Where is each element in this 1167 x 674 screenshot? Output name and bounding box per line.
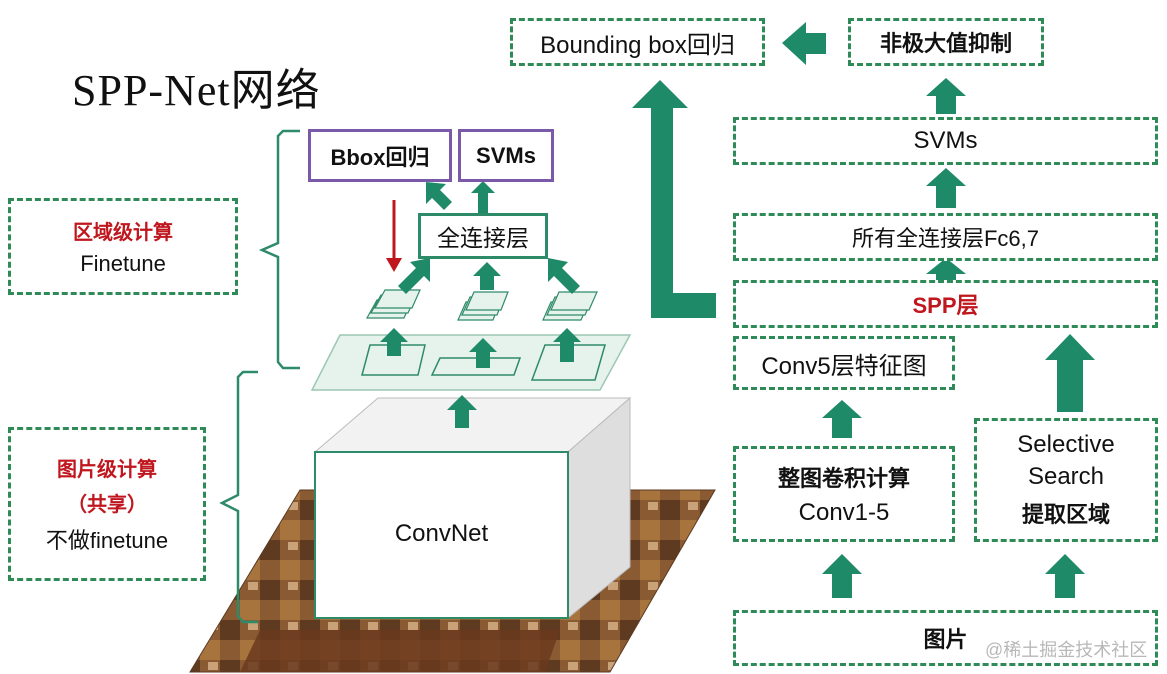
finetune-box-line2: Finetune <box>80 251 166 276</box>
finetune-box: 区域级计算 Finetune <box>8 198 238 295</box>
fc-all-box: 所有全连接层Fc6,7 <box>733 213 1158 261</box>
pooled-stack-3 <box>542 291 598 321</box>
bounding-box-regression: Bounding box回归 <box>510 18 765 66</box>
selective-search-box: Selective Search 提取区域 <box>974 418 1158 542</box>
arrow-left-icon <box>782 22 826 65</box>
arrow-up-icon <box>553 328 581 362</box>
arrow-up-icon <box>926 258 966 282</box>
arrow-up-icon <box>380 328 408 356</box>
brace-shared <box>219 370 258 624</box>
arrow-up-icon <box>447 395 477 428</box>
arrow-up-icon <box>471 181 495 214</box>
svms-center-box: SVMs <box>458 129 554 182</box>
page-title: SPP-Net网络 <box>72 66 321 115</box>
conv5-feature-label: Conv5层特征图 <box>761 352 927 380</box>
feature-map-plane <box>310 334 632 391</box>
arrow-up-icon <box>1045 554 1085 598</box>
bounding-box-regression-label: Bounding box回归 <box>540 31 735 59</box>
pooled-stack-2 <box>457 291 509 321</box>
convnet-box-front <box>314 451 569 619</box>
spp-layer-label: SPP层 <box>912 293 979 318</box>
horse-region <box>240 630 560 672</box>
arrow-up-icon <box>822 554 862 598</box>
pooled-stack-1 <box>365 289 421 319</box>
center-arrows <box>380 181 581 428</box>
nms-label: 非极大值抑制 <box>879 31 1012 56</box>
shared-box-line1: 图片级计算 <box>57 459 157 481</box>
watermark: @稀土掘金技术社区 <box>985 640 1148 660</box>
arrow-up-icon <box>926 78 966 114</box>
svms-label: SVMs <box>913 127 978 154</box>
image-box: 图片 <box>733 610 1158 666</box>
finetune-box-line1: 区域级计算 <box>73 222 173 244</box>
fc-layer-label: 全连接层 <box>437 225 529 251</box>
svms-box: SVMs <box>733 117 1158 165</box>
conv5-feature-box: Conv5层特征图 <box>733 336 955 390</box>
red-down-arrow <box>386 200 402 272</box>
shared-box-line2: （共享） <box>67 494 147 516</box>
fc-layer-box: 全连接层 <box>418 213 548 259</box>
region-rect-3 <box>530 344 606 381</box>
conv-full-box: 整图卷积计算 Conv1-5 <box>733 446 955 542</box>
arrow-up-icon <box>473 262 501 290</box>
conv-full-line1: 整图卷积计算 <box>777 466 910 491</box>
shared-box-line3: 不做finetune <box>45 528 169 553</box>
convnet-label: ConvNet <box>394 520 489 547</box>
bypass-arrow <box>632 80 716 318</box>
selective-line2: Search <box>1027 463 1105 490</box>
arrow-up-left-icon <box>548 258 580 294</box>
svms-center-label: SVMs <box>476 142 536 168</box>
image-label: 图片 <box>923 627 968 652</box>
nms-box: 非极大值抑制 <box>848 18 1044 66</box>
bbox-regression-label: Bbox回归 <box>330 144 430 170</box>
conv-full-line2: Conv1-5 <box>798 499 890 526</box>
fc-all-label: 所有全连接层Fc6,7 <box>851 226 1040 251</box>
bbox-regression-box: Bbox回归 <box>308 129 452 182</box>
arrow-up-left-icon <box>426 182 452 210</box>
region-rect-2 <box>430 357 522 376</box>
brace-finetune <box>258 129 300 370</box>
right-arrows <box>782 22 1095 598</box>
arrow-up-icon <box>926 168 966 208</box>
arrow-up-icon <box>822 400 862 438</box>
selective-line3: 提取区域 <box>1021 502 1110 527</box>
shared-box: 图片级计算 （共享） 不做finetune <box>8 427 206 581</box>
selective-line1: Selective <box>1017 431 1115 458</box>
arrow-up-icon <box>1045 334 1095 412</box>
region-rect-1 <box>361 344 426 376</box>
arrow-up-right-icon <box>398 258 430 294</box>
arrow-up-icon <box>469 338 497 368</box>
spp-layer-box: SPP层 <box>733 280 1158 328</box>
